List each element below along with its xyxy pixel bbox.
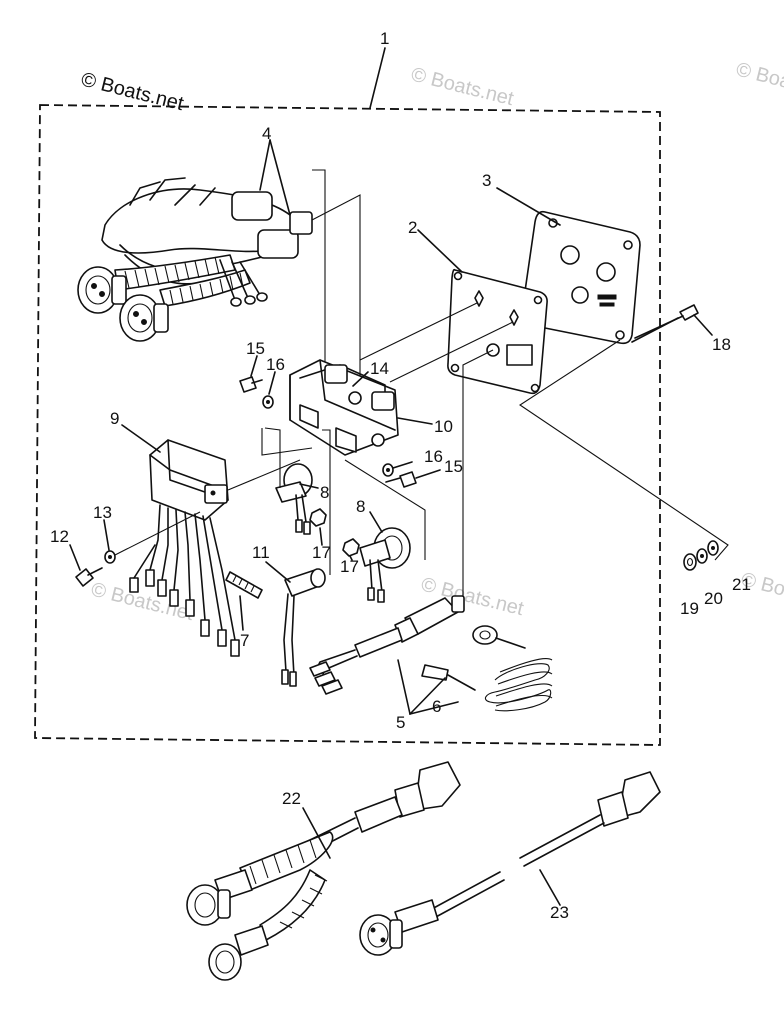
callout-17-right: 17 — [340, 557, 359, 576]
callout-15-top: 15 — [246, 339, 265, 358]
leader-6b — [409, 701, 459, 715]
guide-harness-1 — [312, 169, 326, 365]
leader-1 — [369, 47, 386, 109]
guide-switch-right — [344, 459, 426, 560]
screw-15-right-part — [385, 471, 417, 488]
screw-15-top-part — [239, 376, 263, 393]
leader-12 — [69, 544, 81, 571]
assembly-boundary — [34, 104, 661, 746]
callout-7: 7 — [240, 631, 249, 650]
callout-8-left: 8 — [320, 483, 329, 502]
leader-10 — [397, 417, 433, 425]
leader-2 — [417, 229, 463, 273]
guide-switch-11 — [322, 429, 331, 575]
cover-plate-part — [520, 210, 641, 345]
washer-13-part — [104, 550, 116, 564]
leader-15-right — [415, 469, 441, 479]
mounting-bracket-part — [289, 359, 399, 456]
leader-5 — [397, 659, 411, 715]
watermark-faint-top: © Boats.net — [409, 64, 516, 111]
guide-washers — [519, 339, 729, 561]
lanyard-6-part — [421, 625, 553, 712]
callout-13: 13 — [93, 503, 112, 522]
leader-18 — [693, 314, 713, 336]
leader-15-top — [250, 355, 258, 377]
guide-plate-3 — [462, 349, 494, 600]
callout-9: 9 — [110, 409, 119, 428]
callout-18: 18 — [712, 335, 731, 354]
callout-15-right: 15 — [444, 457, 463, 476]
washer-16-top-part — [262, 395, 274, 409]
callout-19: 19 — [680, 599, 699, 618]
washer-16-right-part — [382, 463, 394, 477]
callout-23: 23 — [550, 903, 569, 922]
leader-13 — [103, 519, 110, 551]
callout-10: 10 — [434, 417, 453, 436]
guide-harness-2 — [311, 194, 361, 378]
extension-cable-23-part — [359, 771, 661, 956]
nut-19-part — [683, 553, 697, 571]
callout-6: 6 — [432, 697, 441, 716]
leader-16-right — [392, 461, 413, 469]
terminal-strip-7-part — [225, 571, 263, 599]
leader-4b — [269, 139, 291, 216]
leader-16-top — [268, 371, 276, 395]
callout-2: 2 — [408, 218, 417, 237]
callout-1: 1 — [380, 29, 389, 48]
callout-4: 4 — [262, 124, 271, 143]
watermark-main: © Boats.net — [79, 69, 186, 116]
guide-plate-2 — [389, 321, 514, 383]
leader-7 — [239, 595, 244, 631]
wiring-harness-part — [77, 177, 313, 342]
watermark-faint-right: © Boats.net — [734, 59, 784, 106]
washer-21-part — [707, 540, 719, 556]
callout-16-right: 16 — [424, 447, 443, 466]
gasket-plate-part — [447, 268, 548, 395]
leader-3 — [496, 187, 561, 226]
callout-21: 21 — [732, 575, 751, 594]
leader-9 — [121, 424, 161, 453]
leader-6a — [409, 677, 446, 715]
nut-17-left-part — [309, 508, 327, 527]
switch-11-part — [281, 568, 326, 687]
nut-17-right-part — [342, 538, 360, 557]
guide-module-bracket — [227, 459, 301, 491]
guide-switch-left-a — [264, 427, 281, 488]
callout-12: 12 — [50, 527, 69, 546]
callout-14: 14 — [370, 359, 389, 378]
callout-3: 3 — [482, 171, 491, 190]
callout-20: 20 — [704, 589, 723, 608]
leader-4a — [259, 139, 271, 191]
guide-washer-13 — [114, 511, 201, 556]
leader-8-left — [299, 483, 319, 489]
callout-11: 11 — [252, 543, 270, 562]
leader-11 — [265, 561, 291, 583]
stop-switch-5-part — [309, 595, 465, 695]
screw-12-part — [75, 567, 103, 587]
leader-17-left — [319, 527, 323, 546]
guide-switch-left-b — [261, 428, 313, 456]
guide-plate-1 — [359, 302, 478, 361]
leader-8-right — [369, 511, 383, 533]
callout-8-right: 8 — [356, 497, 365, 516]
leader-23 — [539, 869, 561, 906]
callout-5: 5 — [396, 713, 405, 732]
y-harness-22-part — [186, 761, 461, 981]
watermark-faint-left: © Boats.net — [89, 579, 196, 626]
leader-14 — [352, 371, 369, 387]
switch-8-left-part — [275, 463, 313, 535]
callout-16-top: 16 — [266, 355, 285, 374]
leader-22 — [302, 807, 331, 859]
callout-17-left: 17 — [312, 543, 331, 562]
leader-17-right — [349, 555, 353, 561]
switch-8-right-part — [359, 527, 411, 603]
bolt-18-part — [631, 304, 699, 343]
washer-20-part — [696, 548, 708, 564]
callout-22: 22 — [282, 789, 301, 808]
